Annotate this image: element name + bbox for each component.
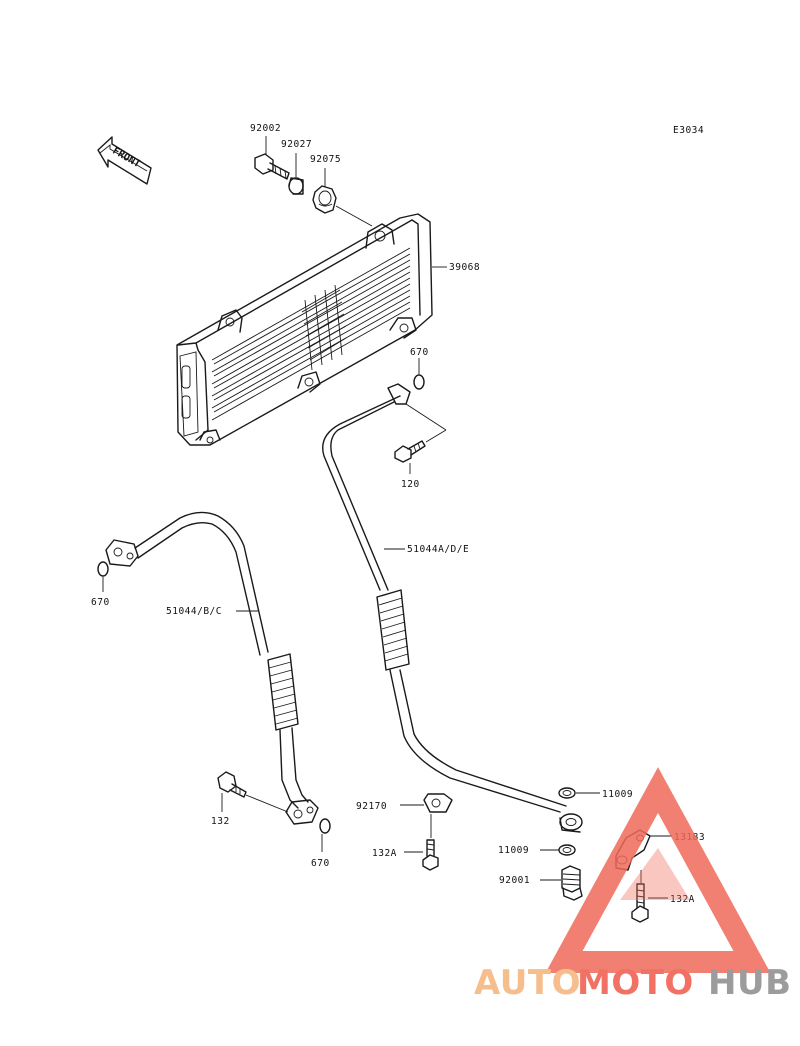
diagram-code: E3034 — [673, 125, 704, 136]
front-arrow-icon: FRONT — [97, 136, 152, 185]
watermark-logo: AUTO MOTO HUB — [474, 767, 791, 1003]
label-11009-lower: 11009 — [498, 845, 529, 856]
label-92170: 92170 — [356, 801, 387, 812]
label-132a-right: 132A — [670, 894, 695, 905]
front-label: FRONT — [111, 146, 143, 171]
bolt-120 — [394, 440, 426, 463]
oil-pipe-51044bc — [105, 511, 319, 825]
label-92075: 92075 — [310, 154, 341, 165]
bolt-92002 — [254, 153, 290, 180]
watermark-text-auto: AUTO — [474, 963, 581, 1003]
oil-cooler-39068 — [176, 213, 433, 446]
bolt-132a-middle — [422, 839, 439, 871]
washer-11009-lower — [558, 844, 576, 856]
label-670-left: 670 — [91, 597, 110, 608]
label-92002: 92002 — [250, 123, 281, 134]
label-132a-middle: 132A — [372, 848, 397, 859]
label-92027: 92027 — [281, 139, 312, 150]
label-120: 120 — [401, 479, 420, 490]
bolt-132a-right — [631, 883, 649, 923]
o-ring-670-left — [97, 561, 109, 577]
collar-92027 — [288, 177, 304, 195]
clamp-92170 — [423, 793, 453, 813]
grommet-92075 — [312, 185, 337, 214]
label-39068: 39068 — [449, 262, 480, 273]
label-51044bc: 51044/B/C — [166, 606, 222, 617]
watermark-text-moto: MOTO — [577, 963, 694, 1003]
label-132: 132 — [211, 816, 230, 827]
watermark-text-hub: HUB — [708, 963, 791, 1003]
label-670-top: 670 — [410, 347, 429, 358]
o-ring-670-bottom — [319, 818, 331, 834]
watermark-triangle-icon — [545, 767, 771, 973]
washer-11009-upper — [558, 787, 576, 799]
o-ring-670-top — [413, 374, 425, 390]
banjo-bolt-92001 — [561, 865, 583, 901]
label-51044ade: 51044A/D/E — [407, 544, 469, 555]
label-92001: 92001 — [499, 875, 530, 886]
oil-pipe-51044ade — [322, 383, 583, 833]
label-670-bottom: 670 — [311, 858, 330, 869]
bolt-132 — [217, 771, 247, 798]
label-11009-upper: 11009 — [602, 789, 633, 800]
